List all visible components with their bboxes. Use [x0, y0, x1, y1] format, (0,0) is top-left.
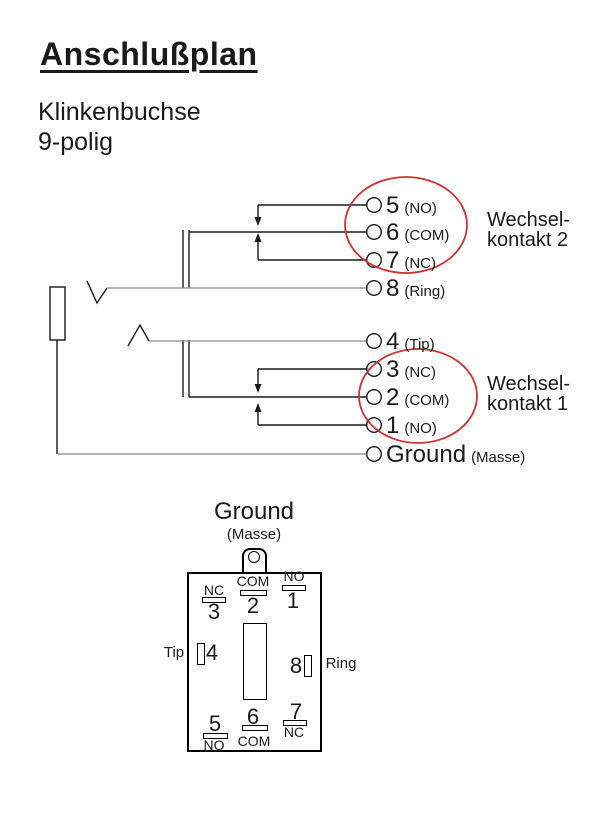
tip-label: Tip — [163, 644, 185, 661]
page-title: Anschlußplan — [40, 36, 258, 72]
pin-terminal-circle — [366, 361, 383, 378]
wechselkontakt-1-label: Wechsel- kontakt 1 — [487, 374, 570, 414]
solder-lug-6 — [242, 725, 268, 731]
pin-row-5: 5 (NO) — [386, 191, 437, 220]
tip-contact-spring — [127, 323, 150, 347]
highlight-ellipse-wechselkontakt-1 — [358, 348, 478, 444]
arrow-up-icon — [254, 403, 262, 412]
label-line: Wechsel- — [487, 373, 570, 395]
direction-arrowheads — [254, 217, 262, 412]
arrow-down-icon — [254, 384, 262, 393]
solder-lug-3 — [202, 597, 226, 603]
solder-lug-2 — [240, 590, 267, 596]
pin-number: 7 — [386, 247, 400, 274]
pad-label-no: NO — [283, 568, 305, 584]
pin-type-label: (Masse) — [471, 449, 526, 466]
switch-wires — [49, 204, 367, 454]
pad-label-nc: NC — [203, 582, 225, 598]
arrow-down-icon — [254, 217, 262, 226]
pin-row-1: 1 (NO) — [386, 411, 437, 440]
pad-number-6: 6 — [246, 704, 260, 729]
pin-type-label: (NO) — [404, 200, 437, 217]
pin-number: 6 — [386, 219, 400, 246]
pad-number-7: 7 — [289, 699, 303, 724]
pad-label-nc: NC — [283, 724, 305, 740]
connector-subtitle: (Masse) — [226, 526, 282, 543]
pad-number-2: 2 — [246, 593, 260, 618]
pin-number: Ground — [386, 441, 467, 468]
center-slot — [243, 623, 267, 700]
arrow-up-icon — [254, 233, 262, 242]
pin-type-label: (Ring) — [404, 283, 446, 300]
pin-row-6: 6 (COM) — [386, 218, 449, 247]
solder-lug-5 — [203, 733, 228, 739]
pin-number: 3 — [386, 356, 400, 383]
pin-row-2: 2 (COM) — [386, 383, 449, 412]
label-line: Wechsel- — [487, 209, 570, 231]
pad-number-8: 8 — [289, 653, 303, 678]
pin-number: 1 — [386, 412, 400, 439]
pin-terminal-circle — [366, 333, 383, 350]
ground-lug-hole-icon — [248, 551, 260, 563]
signal-wires — [57, 287, 367, 455]
pin-type-label: (COM) — [404, 392, 450, 409]
pin-type-label: (NO) — [404, 420, 437, 437]
tip-contact-pad — [197, 643, 205, 665]
pad-label-com: COM — [236, 573, 270, 589]
pin-terminal-circle — [366, 446, 383, 463]
label-line: kontakt 2 — [487, 229, 569, 251]
pin-number: 2 — [386, 384, 400, 411]
label-line: kontakt 1 — [487, 393, 569, 415]
pin-terminal-circle — [366, 389, 383, 406]
pin-type-label: (NC) — [404, 255, 437, 272]
pad-number-3: 3 — [207, 599, 221, 624]
pin-type-label: (COM) — [404, 227, 450, 244]
pin-terminal-circle — [366, 280, 383, 297]
pin-row-7: 7 (NC) — [386, 246, 436, 275]
pin-terminal-circle — [366, 196, 383, 213]
pad-label-no: NO — [203, 737, 225, 753]
subtitle-line2: 9-polig — [38, 128, 114, 156]
pin-type-label: (Tip) — [404, 336, 435, 353]
pad-label-com: COM — [237, 733, 271, 749]
pin-row-ground: Ground (Masse) — [386, 440, 525, 469]
pin-type-label: (NC) — [404, 364, 437, 381]
pad-number-1: 1 — [286, 588, 300, 613]
plug-body — [49, 286, 66, 341]
highlight-ellipse-wechselkontakt-2 — [344, 176, 468, 274]
schematic-diagram — [49, 176, 478, 463]
ring-contact-spring — [86, 280, 108, 305]
pin-number: 5 — [386, 192, 400, 219]
ring-contact-pad — [304, 655, 312, 677]
pin-number: 4 — [386, 328, 400, 355]
pin-row-3: 3 (NC) — [386, 355, 436, 384]
pad-number-4: 4 — [205, 640, 219, 665]
ring-label: Ring — [325, 655, 357, 672]
pin-number: 8 — [386, 275, 400, 302]
highlight-ellipses — [344, 176, 478, 444]
solder-lug-7 — [283, 720, 307, 726]
pin-row-4: 4 (Tip) — [386, 327, 435, 356]
pin-terminal-circle — [366, 417, 383, 434]
pin-terminal-circle — [366, 223, 383, 240]
subtitle-line1: Klinkenbuchse — [38, 98, 201, 126]
connector-title: Ground — [213, 498, 295, 525]
pad-number-5: 5 — [208, 711, 222, 736]
pin-terminals — [366, 196, 383, 463]
solder-lug-1 — [282, 585, 306, 591]
pin-row-8: 8 (Ring) — [386, 274, 445, 303]
wechselkontakt-2-label: Wechsel- kontakt 2 — [487, 210, 570, 250]
